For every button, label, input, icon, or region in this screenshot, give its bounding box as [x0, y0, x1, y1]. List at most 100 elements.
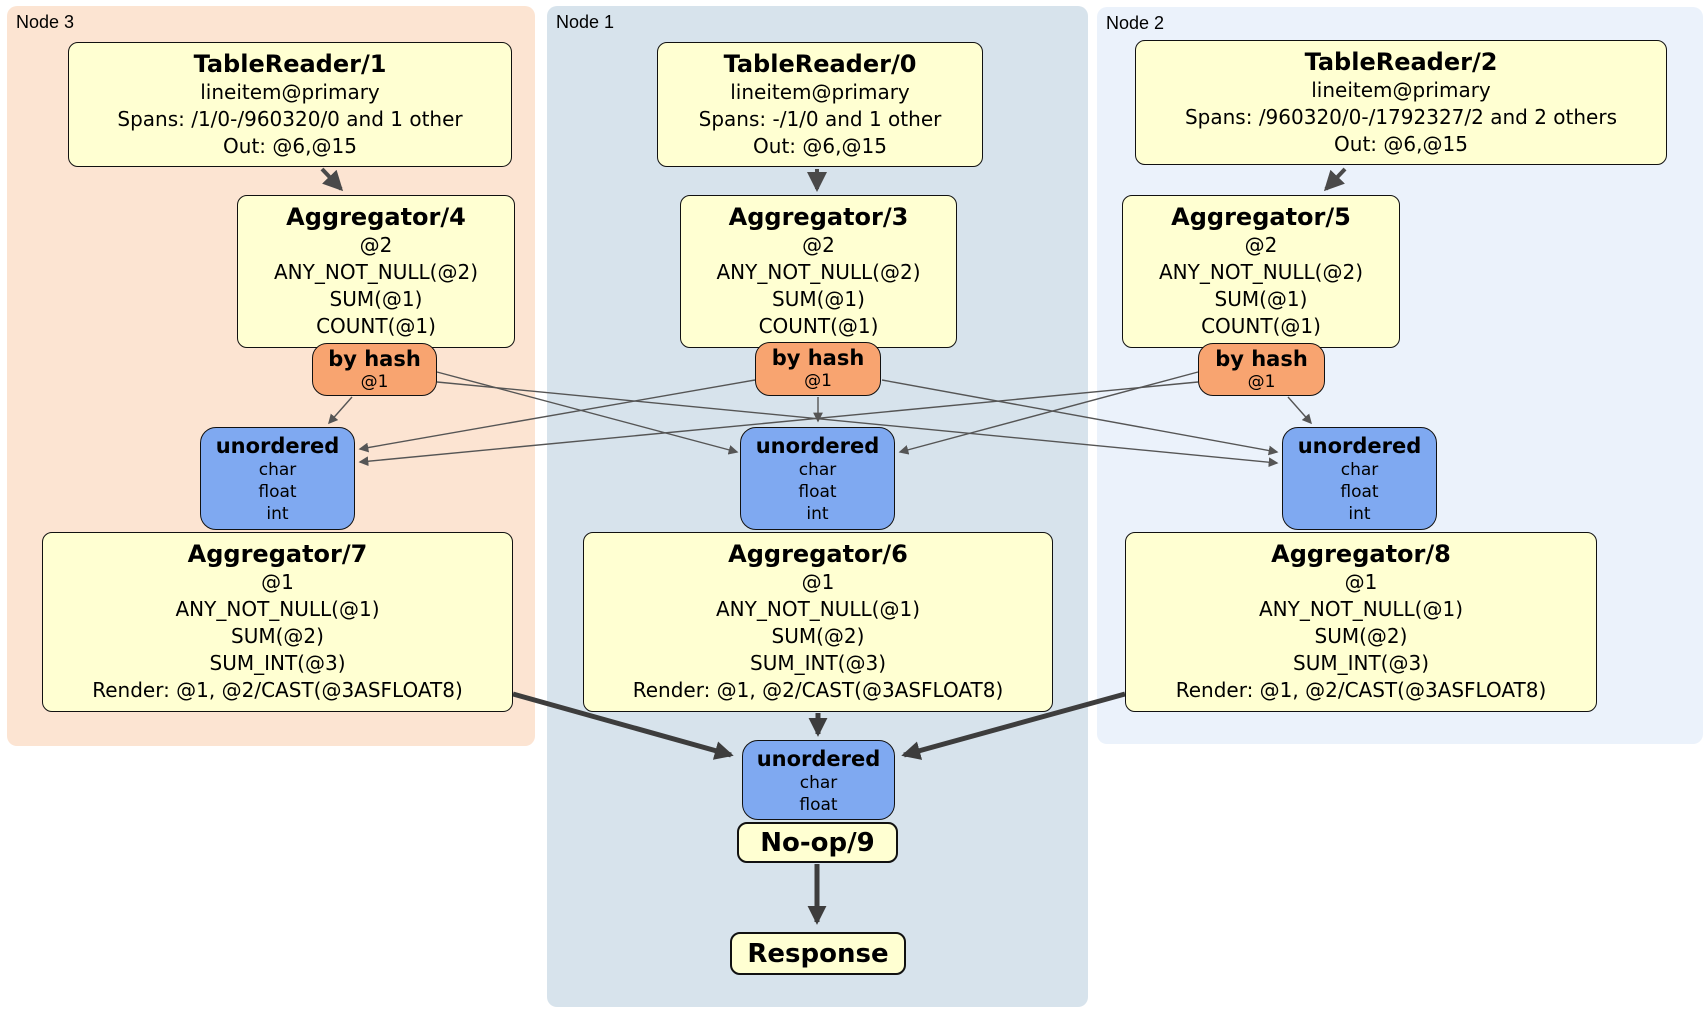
aggregator-8-fn2: SUM(@2): [1314, 624, 1408, 648]
aggregator-3-fn3: COUNT(@1): [758, 314, 879, 338]
final-edges: [512, 691, 1126, 925]
aggregator-4-box: Aggregator/4 @2 ANY_NOT_NULL(@2) SUM(@1)…: [237, 195, 515, 348]
hash-router-node3-title: by hash: [328, 347, 421, 371]
edge-tr1-agg4: [320, 167, 344, 192]
edge-router2-sync3: [358, 381, 1199, 467]
response-box: Response: [730, 932, 906, 975]
tablereader-1-title: TableReader/1: [193, 50, 387, 78]
tablereader-1-box: TableReader/1 lineitem@primary Spans: /1…: [68, 42, 512, 167]
aggregator-6-groupcols: @1: [801, 570, 835, 594]
edge-router3-sync2: [436, 381, 1279, 468]
aggregator-3-fn2: SUM(@1): [772, 287, 865, 311]
aggregator-5-fn3: COUNT(@1): [1201, 314, 1321, 338]
edge-router3-sync1: [436, 371, 739, 455]
unordered-sync-node2: unordered char float int: [1282, 427, 1437, 530]
edge-agg7-finalsync: [512, 691, 734, 760]
tablereader-1-out: Out: @6,@15: [223, 134, 357, 158]
unordered-sync-final-title: unordered: [756, 747, 881, 771]
sync-node2-stream-int: int: [1348, 504, 1371, 524]
hash-router-node2-title: by hash: [1215, 347, 1308, 371]
tablereader-2-out: Out: @6,@15: [1334, 132, 1468, 156]
tablereader-2-box: TableReader/2 lineitem@primary Spans: /9…: [1135, 40, 1667, 165]
edge-router2-sync1: [898, 371, 1199, 455]
unordered-sync-node3: unordered char float int: [200, 427, 355, 530]
aggregator-4-groupcols: @2: [359, 233, 393, 257]
aggregator-7-fn1: ANY_NOT_NULL(@1): [175, 597, 380, 621]
hash-router-node1-title: by hash: [771, 346, 865, 370]
edge-router2-sync2: [1287, 396, 1312, 425]
aggregator-6-render: Render: @1, @2/CAST(@3ASFLOAT8): [632, 678, 1004, 702]
tablereader-2-index: lineitem@primary: [1311, 78, 1491, 102]
tablereader-1-spans: Spans: /1/0-/960320/0 and 1 other: [117, 107, 463, 131]
aggregator-5-fn2: SUM(@1): [1214, 287, 1308, 311]
sync-final-stream-char: char: [799, 773, 838, 793]
aggregator-7-title: Aggregator/7: [187, 540, 368, 568]
hash-router-node1: by hash @1: [755, 342, 881, 396]
tablereader-1-index: lineitem@primary: [200, 80, 380, 104]
node2-region-label: Node 2: [1106, 13, 1165, 33]
sync-node2-stream-char: char: [1340, 460, 1379, 480]
unordered-sync-node1: unordered char float int: [740, 427, 895, 530]
tablereader-0-index: lineitem@primary: [730, 80, 910, 104]
aggregator-3-title: Aggregator/3: [728, 203, 909, 231]
noop-box: No-op/9: [737, 822, 898, 863]
tablereader-2-spans: Spans: /960320/0-/1792327/2 and 2 others: [1184, 105, 1617, 129]
aggregator-8-render: Render: @1, @2/CAST(@3ASFLOAT8): [1175, 678, 1547, 702]
edge-router3-sync3: [328, 396, 353, 425]
aggregator-8-fn3: SUM_INT(@3): [1293, 651, 1429, 675]
sync-node3-stream-char: char: [258, 460, 297, 480]
aggregator-6-fn3: SUM_INT(@3): [750, 651, 886, 675]
hash-router-node1-cols: @1: [804, 371, 832, 391]
unordered-sync-node1-title: unordered: [755, 434, 880, 458]
aggregator-4-fn2: SUM(@1): [329, 287, 423, 311]
hash-router-node3-cols: @1: [360, 372, 389, 392]
aggregator-6-fn2: SUM(@2): [771, 624, 865, 648]
aggregator-4-fn3: COUNT(@1): [316, 314, 436, 338]
aggregator-6-fn1: ANY_NOT_NULL(@1): [716, 597, 920, 621]
aggregator-8-title: Aggregator/8: [1271, 540, 1451, 568]
tablereader-0-title: TableReader/0: [723, 50, 917, 78]
aggregator-3-box: Aggregator/3 @2 ANY_NOT_NULL(@2) SUM(@1)…: [680, 195, 957, 348]
aggregator-8-fn1: ANY_NOT_NULL(@1): [1259, 597, 1463, 621]
aggregator-5-box: Aggregator/5 @2 ANY_NOT_NULL(@2) SUM(@1)…: [1122, 195, 1400, 348]
unordered-sync-final: unordered char float: [742, 740, 895, 820]
aggregator-7-groupcols: @1: [261, 570, 294, 594]
sync-node3-stream-float: float: [258, 482, 297, 502]
tablereader-edges: [320, 167, 1347, 192]
edge-router1-sync2: [881, 379, 1279, 456]
aggregator-5-groupcols: @2: [1244, 233, 1278, 257]
edge-router1-sync3: [358, 379, 756, 453]
aggregator-4-fn1: ANY_NOT_NULL(@2): [274, 260, 478, 284]
sync-node1-stream-float: float: [798, 482, 837, 502]
tablereader-0-out: Out: @6,@15: [753, 134, 887, 158]
sync-final-stream-float: float: [799, 795, 838, 815]
tablereader-0-box: TableReader/0 lineitem@primary Spans: -/…: [657, 42, 983, 167]
node1-region-label: Node 1: [556, 12, 615, 32]
unordered-sync-node2-title: unordered: [1297, 434, 1422, 458]
aggregator-8-box: Aggregator/8 @1 ANY_NOT_NULL(@1) SUM(@2)…: [1125, 532, 1597, 712]
edge-agg8-finalsync: [901, 691, 1126, 760]
sync-node2-stream-float: float: [1340, 482, 1379, 502]
aggregator-7-fn3: SUM_INT(@3): [209, 651, 346, 675]
aggregator-4-title: Aggregator/4: [286, 203, 466, 231]
aggregator-7-render: Render: @1, @2/CAST(@3ASFLOAT8): [92, 678, 463, 702]
aggregator-3-fn1: ANY_NOT_NULL(@2): [716, 260, 921, 284]
tablereader-2-title: TableReader/2: [1304, 48, 1498, 76]
sync-node1-stream-char: char: [798, 460, 837, 480]
aggregator-7-box: Aggregator/7 @1 ANY_NOT_NULL(@1) SUM(@2)…: [42, 532, 513, 712]
node3-region-label: Node 3: [16, 12, 75, 32]
aggregator-6-box: Aggregator/6 @1 ANY_NOT_NULL(@1) SUM(@2)…: [583, 532, 1053, 712]
unordered-sync-node3-title: unordered: [215, 434, 340, 458]
aggregator-8-groupcols: @1: [1344, 570, 1378, 594]
hash-router-node2-cols: @1: [1247, 372, 1276, 392]
edge-tr2-agg5: [1323, 167, 1347, 192]
aggregator-5-fn1: ANY_NOT_NULL(@2): [1159, 260, 1363, 284]
aggregator-5-title: Aggregator/5: [1171, 203, 1351, 231]
tablereader-0-spans: Spans: -/1/0 and 1 other: [698, 107, 942, 131]
noop-title: No-op/9: [760, 827, 875, 858]
router-stream-edges: [328, 371, 1312, 468]
hash-router-node2: by hash @1: [1198, 343, 1325, 396]
aggregator-7-fn2: SUM(@2): [231, 624, 324, 648]
